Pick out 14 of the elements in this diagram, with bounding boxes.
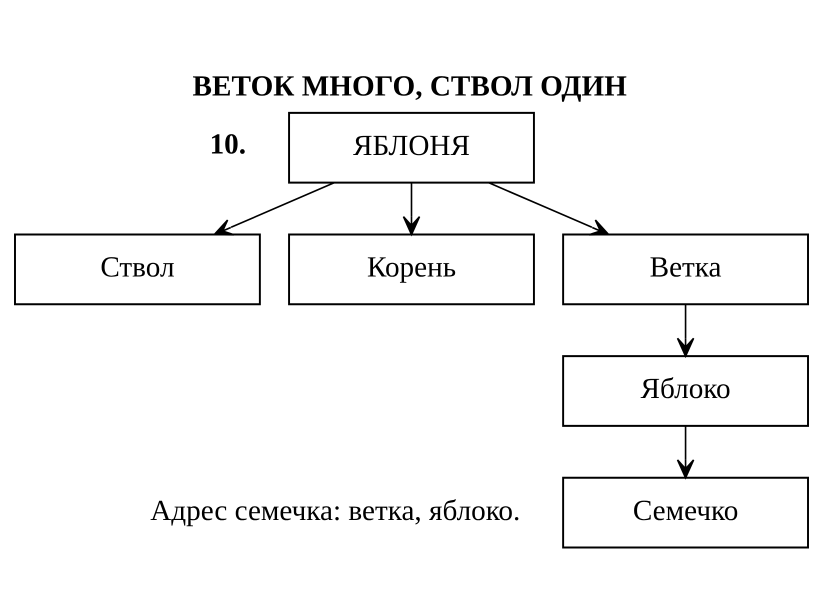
diagram-title: ВЕТОК МНОГО, СТВОЛ ОДИН — [192, 70, 627, 103]
arrow — [676, 304, 694, 357]
arrow — [402, 182, 420, 236]
node-box: ЯБЛОНЯ — [288, 112, 535, 184]
label: Адрес семечка: ветка, яблоко. — [150, 494, 520, 527]
node-box: Ветка — [562, 234, 809, 306]
node-box: Ствол — [14, 234, 261, 306]
arrow — [676, 426, 694, 479]
node-box: Семечко — [562, 476, 809, 548]
arrow — [214, 182, 335, 236]
label: 10. — [210, 128, 246, 160]
arrow — [488, 182, 610, 236]
node-box: Корень — [288, 234, 535, 306]
node-box: Яблоко — [562, 355, 809, 427]
